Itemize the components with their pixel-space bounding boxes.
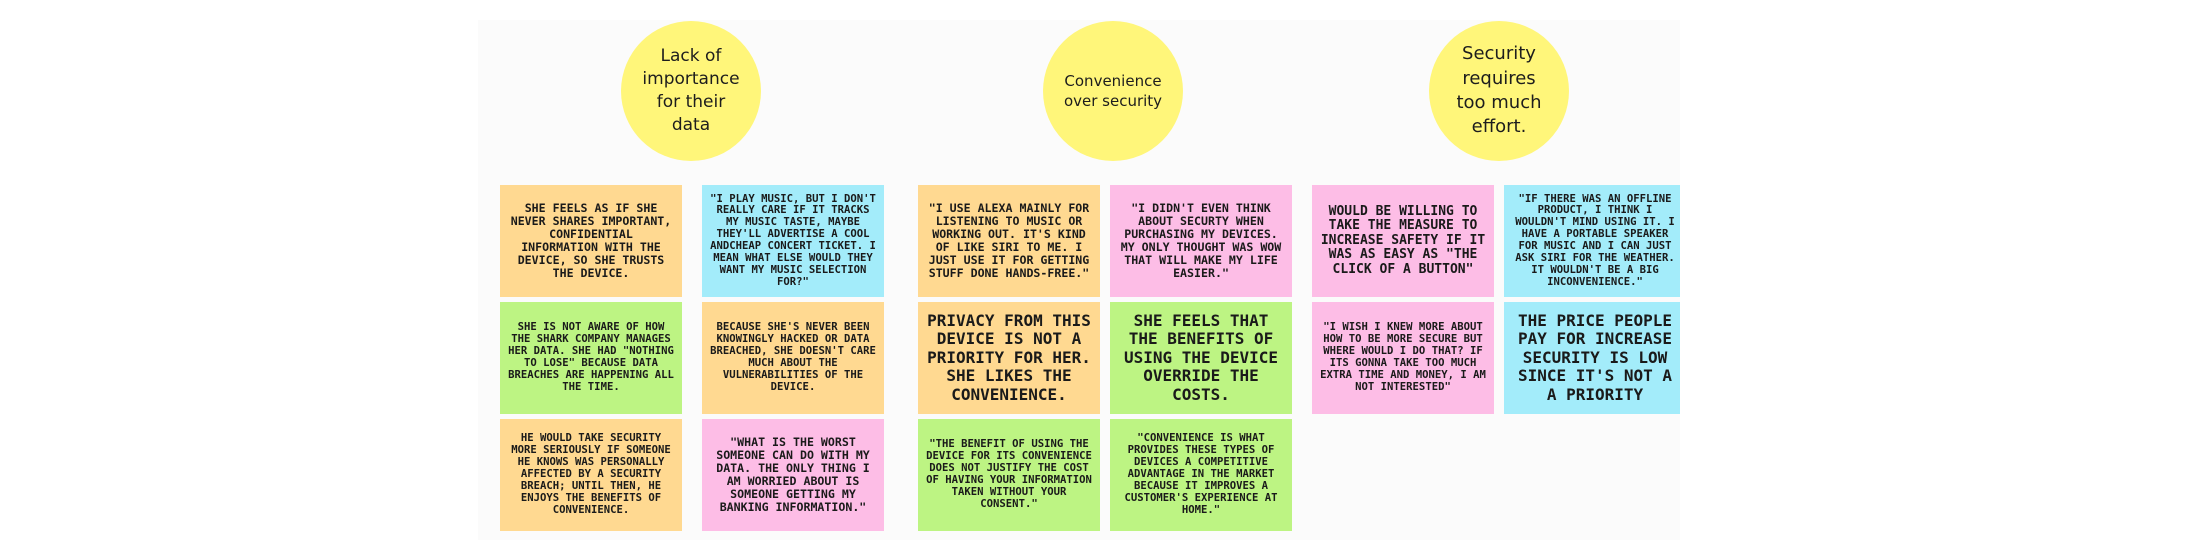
sticky-note[interactable]: She feels as if she never shares importa…: [500, 185, 682, 297]
affinity-board: Lack of importance for their data Conven…: [478, 20, 1680, 540]
sticky-note[interactable]: "If there was an offline product, I thin…: [1504, 185, 1680, 297]
sticky-note[interactable]: "I didn't even think about securty when …: [1110, 185, 1292, 297]
sticky-note[interactable]: "Convenience is what provides these type…: [1110, 419, 1292, 531]
sticky-note[interactable]: Would be willing to take the measure to …: [1312, 185, 1494, 297]
sticky-note[interactable]: "I play music, but I don't really care i…: [702, 185, 884, 297]
sticky-note[interactable]: She is not aware of how the shark compan…: [500, 302, 682, 414]
sticky-note[interactable]: "The benefit of using the device for its…: [918, 419, 1100, 531]
sticky-note[interactable]: "I wish I knew more about how to be more…: [1312, 302, 1494, 414]
sticky-note[interactable]: Because she's never been knowingly hacke…: [702, 302, 884, 414]
theme-circle-lack-of-importance[interactable]: Lack of importance for their data: [621, 21, 761, 161]
sticky-note[interactable]: "I use Alexa mainly for listening to mus…: [918, 185, 1100, 297]
sticky-note[interactable]: She feels that the benefits of using the…: [1110, 302, 1292, 414]
sticky-note[interactable]: He would take security more seriously if…: [500, 419, 682, 531]
sticky-note[interactable]: "What is the worst someone can do with m…: [702, 419, 884, 531]
theme-circle-security-too-much-effort[interactable]: Security requires too much effort.: [1429, 21, 1569, 161]
sticky-note[interactable]: The price people pay for increase securi…: [1504, 302, 1680, 414]
theme-circle-convenience-over-security[interactable]: Convenience over security: [1043, 21, 1183, 161]
sticky-note[interactable]: Privacy from this device is not a priori…: [918, 302, 1100, 414]
